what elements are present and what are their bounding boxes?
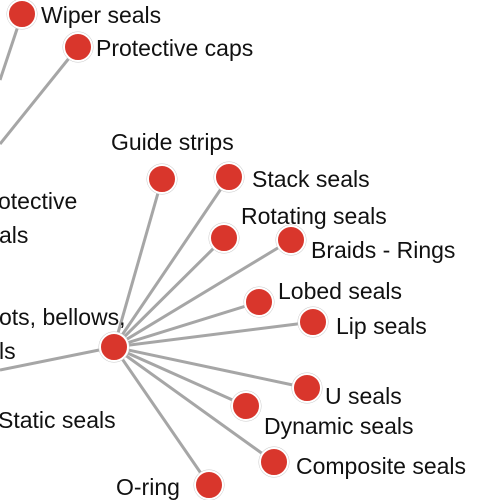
label-static-seals: Static seals <box>0 407 116 433</box>
label-composite-seals: Composite seals <box>296 453 467 479</box>
edge-protective-to-caps <box>0 46 80 145</box>
edge-to-rotating-seals <box>112 236 226 349</box>
node-braids-rings[interactable] <box>276 225 306 255</box>
label-lip-seals: Lip seals <box>336 313 427 339</box>
node-rotating-seals[interactable] <box>209 223 239 253</box>
label-dynamic-seals: Dynamic seals <box>264 413 414 439</box>
edge-to-o-ring <box>112 346 211 486</box>
label-protective-caps: Protective caps <box>96 35 254 61</box>
edge-static-offscreen <box>0 345 115 372</box>
edge-to-u-seals <box>113 345 308 390</box>
label-guide-strips: Guide strips <box>111 129 234 155</box>
node-u-seals[interactable] <box>292 373 322 403</box>
node-protective-caps[interactable] <box>63 32 93 62</box>
edge-to-lobed-seals <box>113 300 260 349</box>
label-braids-rings: Braids - Rings <box>311 237 456 263</box>
label-lobed-seals: Lobed seals <box>278 278 403 304</box>
node-stack-seals[interactable] <box>214 162 244 192</box>
node-lip-seals[interactable] <box>298 307 328 337</box>
node-wiper-seals[interactable] <box>7 0 37 29</box>
label-protective-seals-line2: als <box>0 222 29 248</box>
label-boots-bellows-line2: ls <box>0 338 16 364</box>
label-rotating-seals: Rotating seals <box>241 203 387 229</box>
node-boots-bellows[interactable] <box>99 332 129 362</box>
node-guide-strips[interactable] <box>147 164 177 194</box>
edge-to-stack-seals <box>112 176 231 348</box>
node-dynamic-seals[interactable] <box>231 391 261 421</box>
label-stack-seals: Stack seals <box>252 166 370 192</box>
node-composite-seals[interactable] <box>259 447 289 477</box>
edge-to-composite-seals <box>113 345 275 464</box>
edge-to-lip-seals <box>113 320 314 349</box>
label-o-ring: O-ring <box>116 474 180 500</box>
label-boots-bellows-line1: ots, bellows, <box>0 304 126 330</box>
node-lobed-seals[interactable] <box>244 287 274 317</box>
node-o-ring[interactable] <box>194 470 224 500</box>
edge-to-dynamic-seals <box>113 345 247 408</box>
edge-to-braids-rings <box>113 238 292 349</box>
label-wiper-seals: Wiper seals <box>41 2 162 28</box>
label-protective-seals-line1: otective <box>0 188 78 214</box>
label-u-seals: U seals <box>325 383 402 409</box>
edge-to-guide-strips <box>112 178 164 348</box>
